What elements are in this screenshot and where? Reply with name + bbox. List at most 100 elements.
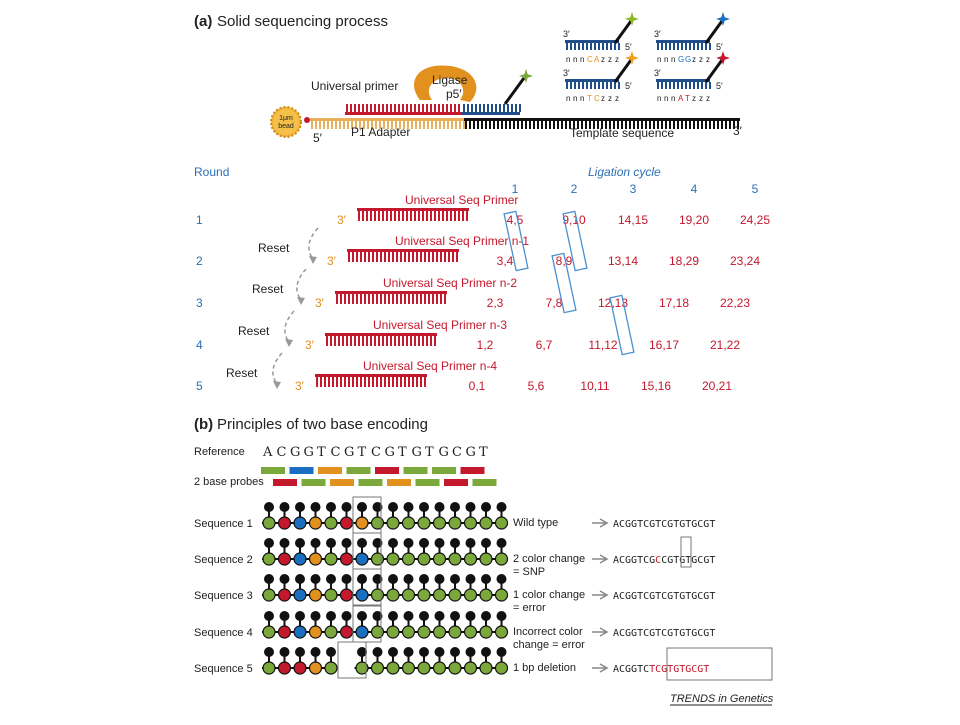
probe-tooth	[574, 82, 576, 89]
template-tooth	[581, 121, 583, 129]
color-call	[293, 661, 307, 675]
round-number: 4	[196, 338, 203, 352]
ligated-probe-tooth	[463, 104, 465, 112]
probe-tooth	[681, 82, 683, 89]
primer-bar-tooth	[366, 211, 368, 221]
probe-three-prime: 3′	[563, 68, 570, 78]
ligation-value: 2,3	[487, 296, 504, 310]
probe-seq-char: z	[706, 55, 710, 64]
reset-arrow	[284, 310, 295, 344]
probe-tail	[704, 59, 724, 83]
cycle-number: 3	[630, 182, 637, 196]
bead-head	[496, 611, 507, 621]
bead-head	[434, 502, 445, 512]
bead-head	[465, 502, 476, 512]
universal-primer-tooth	[406, 104, 408, 112]
ligation-value: 23,24	[730, 254, 760, 268]
ligation-value: 14,15	[618, 213, 648, 227]
color-call	[339, 588, 354, 602]
primer-bar-tooth	[380, 252, 382, 262]
bead-head	[419, 502, 429, 512]
reference-base: C	[371, 445, 381, 460]
color-call	[432, 661, 447, 675]
template-tooth	[641, 121, 643, 129]
color-call	[417, 552, 431, 566]
sequence-label: Sequence 2	[194, 554, 253, 566]
adapter-tooth	[447, 121, 449, 129]
bead-head	[279, 647, 290, 657]
probe-tooth	[697, 82, 699, 89]
bead-head	[450, 538, 460, 548]
bead-head	[388, 574, 398, 584]
bead-head	[419, 538, 429, 548]
universal-primer-tooth	[422, 104, 424, 112]
primer-bar-tooth	[370, 211, 372, 221]
ligation-value: 8,9	[556, 254, 573, 268]
template-tooth	[701, 121, 703, 129]
ligated-probe-tooth	[491, 104, 493, 112]
universal-primer-tooth	[382, 104, 384, 112]
template-tooth	[469, 121, 471, 129]
template-tooth	[725, 121, 727, 129]
primer-bar-tooth	[360, 294, 362, 304]
reference-base: T	[425, 445, 434, 460]
color-call	[355, 516, 369, 530]
panel-b-tag: (b)	[194, 416, 213, 433]
deletion-box	[666, 647, 773, 681]
reference-base: G	[466, 445, 476, 460]
color-call	[355, 625, 369, 639]
primer-bar-tooth	[346, 336, 348, 346]
ligation-value: 17,18	[659, 296, 689, 310]
adapter-tooth	[435, 121, 437, 129]
panel-b: (b) Principles of two base encoding Refe…	[194, 416, 774, 706]
primer-bar-tooth	[376, 252, 378, 262]
probe-tooth	[574, 43, 576, 50]
probe-tooth	[582, 43, 584, 50]
reference-base: C	[331, 445, 341, 460]
primer-bar-tooth	[462, 211, 464, 221]
universal-primer-tooth	[354, 104, 356, 112]
color-call	[432, 516, 447, 530]
probe-seq-char: n	[580, 55, 584, 64]
bead-head	[388, 502, 398, 512]
three-prime-label: 3′	[327, 254, 337, 268]
color-call	[370, 661, 385, 675]
template-tooth	[677, 121, 679, 129]
probes-label: 2 base probes	[194, 476, 264, 488]
template-tooth	[629, 121, 631, 129]
credit-text: TRENDS in Genetics	[670, 693, 774, 705]
probe-tooth	[657, 82, 659, 89]
primer-bar-tooth	[434, 211, 436, 221]
probe-seq-char: z	[699, 55, 703, 64]
primer-bar-tooth	[372, 252, 374, 262]
ligation-value: 7,8	[546, 296, 563, 310]
color-call	[370, 552, 385, 566]
bead-head	[279, 574, 290, 584]
template-tooth	[481, 121, 483, 129]
primer-bar-tooth	[416, 252, 418, 262]
bead-head	[481, 647, 491, 657]
primer-bar-tooth	[376, 294, 378, 304]
probe-bar-bottom	[273, 479, 297, 486]
primer-bar-tooth	[402, 336, 404, 346]
probe-seq-char: z	[608, 94, 612, 103]
primer-bar-tooth	[372, 294, 374, 304]
primer-bar-tooth	[412, 377, 414, 387]
adapter-tooth	[375, 121, 377, 129]
bead-head	[310, 574, 321, 584]
primer-bar-tooth	[402, 211, 404, 221]
primer-bar-tooth	[360, 377, 362, 387]
color-call	[479, 516, 493, 530]
template-tooth	[729, 121, 731, 129]
bead-head	[434, 611, 445, 621]
color-call	[401, 588, 416, 602]
sequence-note: Incorrect color	[513, 626, 583, 638]
primer-bar-tooth	[440, 294, 442, 304]
template-tooth	[593, 121, 595, 129]
universal-primer-tooth	[394, 104, 396, 112]
